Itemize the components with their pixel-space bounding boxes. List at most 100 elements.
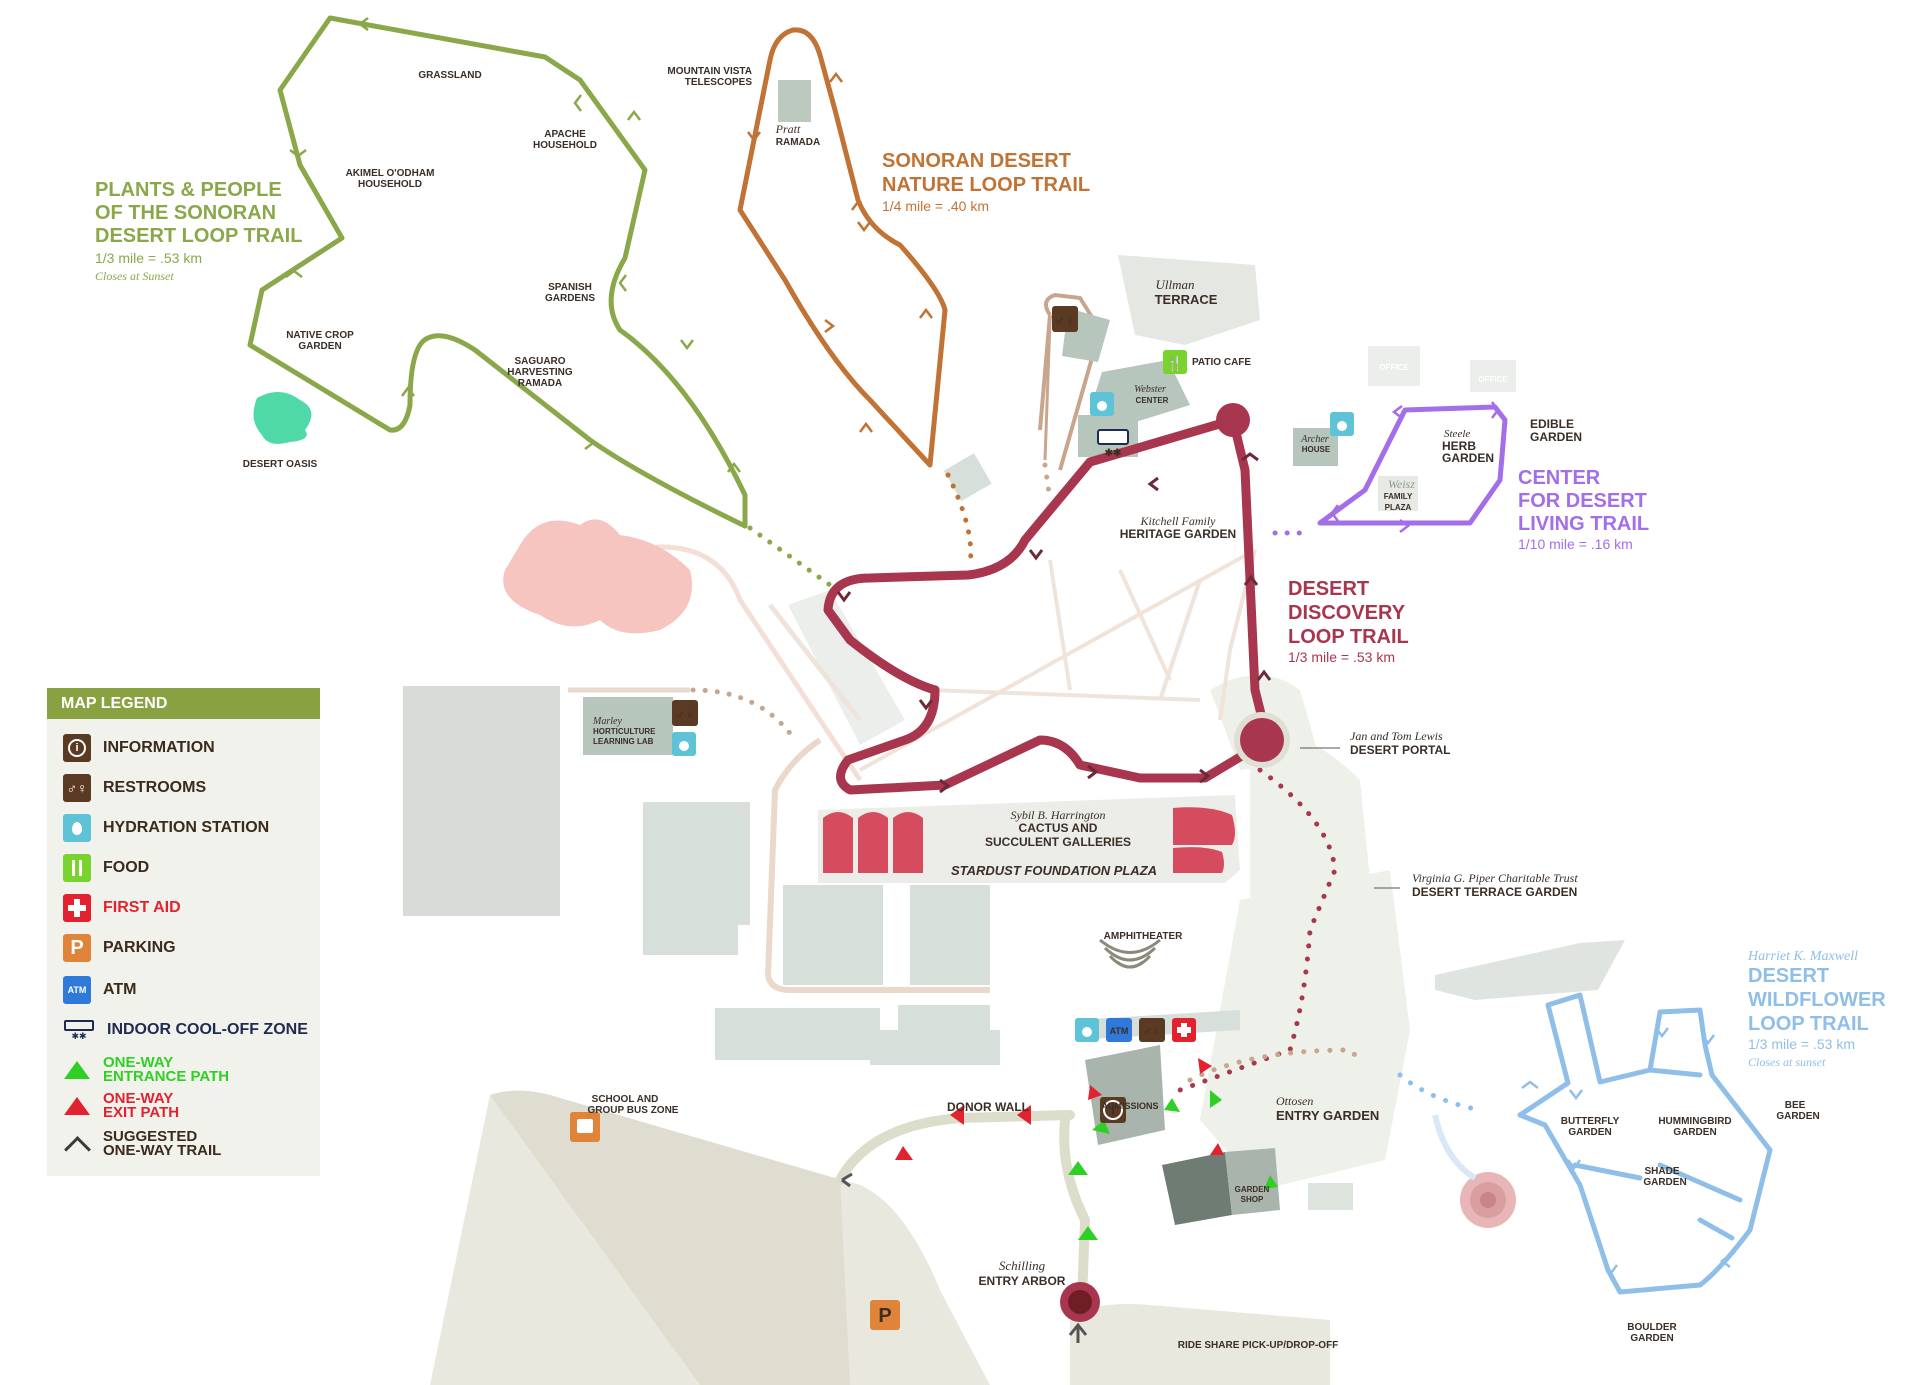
svg-text:1/3 mile = .53 km: 1/3 mile = .53 km	[95, 250, 202, 266]
gallery-shapes	[823, 807, 1235, 873]
restrooms-icon[interactable]: ♂♀	[1052, 306, 1078, 332]
restrooms-icon[interactable]: ♂♀	[1139, 1018, 1165, 1042]
svg-text:Ullman: Ullman	[1156, 277, 1195, 292]
svg-text:P: P	[878, 1305, 891, 1327]
svg-text:Marley: Marley	[592, 716, 622, 727]
svg-text:Archer: Archer	[1300, 434, 1329, 445]
legend-item-food: FOOD	[63, 854, 149, 882]
legend-item-suggested-trail: SUGGESTED ONE-WAY TRAIL	[63, 1129, 221, 1163]
fountain-icon	[1460, 1172, 1516, 1228]
svg-text:TERRACE: TERRACE	[1155, 292, 1218, 307]
svg-text:Harriet K. Maxwell: Harriet K. Maxwell	[1747, 949, 1858, 964]
svg-text:DESERT PORTAL: DESERT PORTAL	[1350, 743, 1450, 757]
svg-text:✱✱: ✱✱	[1105, 448, 1122, 459]
svg-text:Closes at sunset: Closes at sunset	[1748, 1055, 1826, 1069]
svg-text:ENTRY ARBOR: ENTRY ARBOR	[979, 1274, 1066, 1288]
wildflower-connector	[1432, 1114, 1477, 1181]
svg-text:Ottosen: Ottosen	[1276, 1094, 1313, 1108]
entry-arrow-icon	[1068, 1322, 1088, 1343]
legend-item-exit-path: ONE-WAY EXIT PATH	[63, 1091, 179, 1120]
cool-off-icon: ✱✱	[63, 1016, 95, 1044]
bus-icon[interactable]	[570, 1112, 600, 1142]
dotted-connectors	[690, 462, 1483, 1113]
atm-icon[interactable]: ATM	[1106, 1018, 1132, 1042]
svg-text:♂♀: ♂♀	[675, 707, 695, 722]
direction-chevrons	[285, 17, 1731, 1276]
desert-discovery-trail	[823, 415, 1270, 795]
svg-text:ATM: ATM	[1110, 1026, 1129, 1036]
entrance-path-icon	[63, 1056, 91, 1084]
svg-text:PLANTS & PEOPLE OF THE S: PLANTS & PEOPLE OF THE SONORAN DESERT LO…	[95, 179, 302, 247]
restrooms-icon[interactable]: ♂♀	[672, 700, 698, 726]
svg-text:ADMISSIONS: ADMISSIONS	[1101, 1101, 1158, 1111]
svg-text:GRASSLAND: GRASSLAND	[418, 70, 481, 81]
svg-text:RAMADA: RAMADA	[776, 137, 820, 148]
legend-item-entrance-path: ONE-WAY ENTRANCE PATH	[63, 1055, 229, 1084]
first-aid-icon[interactable]	[1172, 1018, 1196, 1042]
parking-icon: P	[63, 934, 91, 962]
information-icon[interactable]: i	[1100, 1097, 1126, 1123]
svg-text:1/4 mile = .40 km: 1/4 mile = .40 km	[882, 198, 989, 214]
restrooms-icon: ♂♀	[63, 774, 91, 802]
hydration-icon[interactable]	[672, 732, 696, 756]
food-icon	[63, 854, 91, 882]
atm-icon: ATM	[63, 976, 91, 1004]
svg-text:CENTER FOR DESERT: CENTER FOR DESERT LIVING TRAIL	[1518, 467, 1652, 535]
information-icon: i	[63, 734, 91, 762]
svg-text:STARDUST FOUNDATION PLAZA: STARDUST FOUNDATION PLAZA	[951, 863, 1157, 878]
svg-text:SONORAN DESERT NATURE LO: SONORAN DESERT NATURE LOOP TRAIL	[882, 150, 1090, 196]
suggested-trail-icon	[63, 1130, 91, 1163]
hydration-icon[interactable]	[1330, 412, 1354, 436]
svg-text:Jan and Tom Lewis: Jan and Tom Lewis	[1350, 729, 1443, 743]
legend-item-parking: P PARKING	[63, 934, 176, 962]
exit-path-icon	[63, 1092, 91, 1120]
svg-text:AMPHITHEATER: AMPHITHEATER	[1104, 931, 1183, 942]
desert-oasis-pond	[253, 391, 312, 444]
svg-text:Pratt: Pratt	[775, 122, 801, 136]
amenity-icons[interactable]: ♂♀ 🍴 ✱✱ ♂♀	[570, 306, 1354, 1330]
hydration-icon[interactable]	[1090, 392, 1114, 416]
trail-labels: PLANTS & PEOPLE OF THE SONORAN DESERT LO…	[95, 150, 1886, 1069]
food-icon[interactable]: 🍴	[1163, 350, 1187, 374]
first-aid-icon	[63, 894, 91, 922]
svg-text:Virginia G. Piper Charitable T: Virginia G. Piper Charitable Trust	[1412, 871, 1578, 885]
hydration-icon	[63, 814, 91, 842]
svg-text:OFFICE: OFFICE	[1478, 375, 1508, 384]
wildflower-trail	[1517, 992, 1773, 1295]
cool-off-icon[interactable]: ✱✱	[1097, 429, 1129, 459]
svg-text:Weisz: Weisz	[1388, 477, 1415, 491]
svg-text:OFFICE: OFFICE	[1379, 363, 1409, 372]
svg-text:Closes at Sunset: Closes at Sunset	[95, 269, 174, 283]
ground-areas	[403, 80, 1625, 1385]
hydration-icon[interactable]	[1075, 1018, 1099, 1042]
exit-arrows	[895, 1058, 1224, 1160]
svg-text:Steele: Steele	[1444, 428, 1470, 440]
plants-people-trail	[247, 15, 748, 529]
svg-text:DESERT TERRACE GARDEN: DESERT TERRACE GARDEN	[1412, 885, 1577, 899]
svg-text:Kitchell Family: Kitchell Family	[1140, 514, 1217, 528]
svg-text:DESERT OASIS: DESERT OASIS	[243, 459, 318, 470]
svg-text:♂♀: ♂♀	[1143, 1024, 1161, 1038]
svg-text:HOUSE: HOUSE	[1302, 445, 1331, 454]
legend-title: MAP LEGEND	[47, 688, 320, 719]
parking-icon[interactable]: P	[870, 1300, 900, 1330]
entrance-arrows	[1068, 1090, 1278, 1240]
legend-item-cool-off: ✱✱ INDOOR COOL-OFF ZONE	[63, 1016, 308, 1044]
svg-text:1/10 mile = .16 km: 1/10 mile = .16 km	[1518, 536, 1633, 552]
svg-text:i: i	[1111, 1104, 1114, 1118]
svg-text:🍴: 🍴	[1166, 355, 1183, 372]
